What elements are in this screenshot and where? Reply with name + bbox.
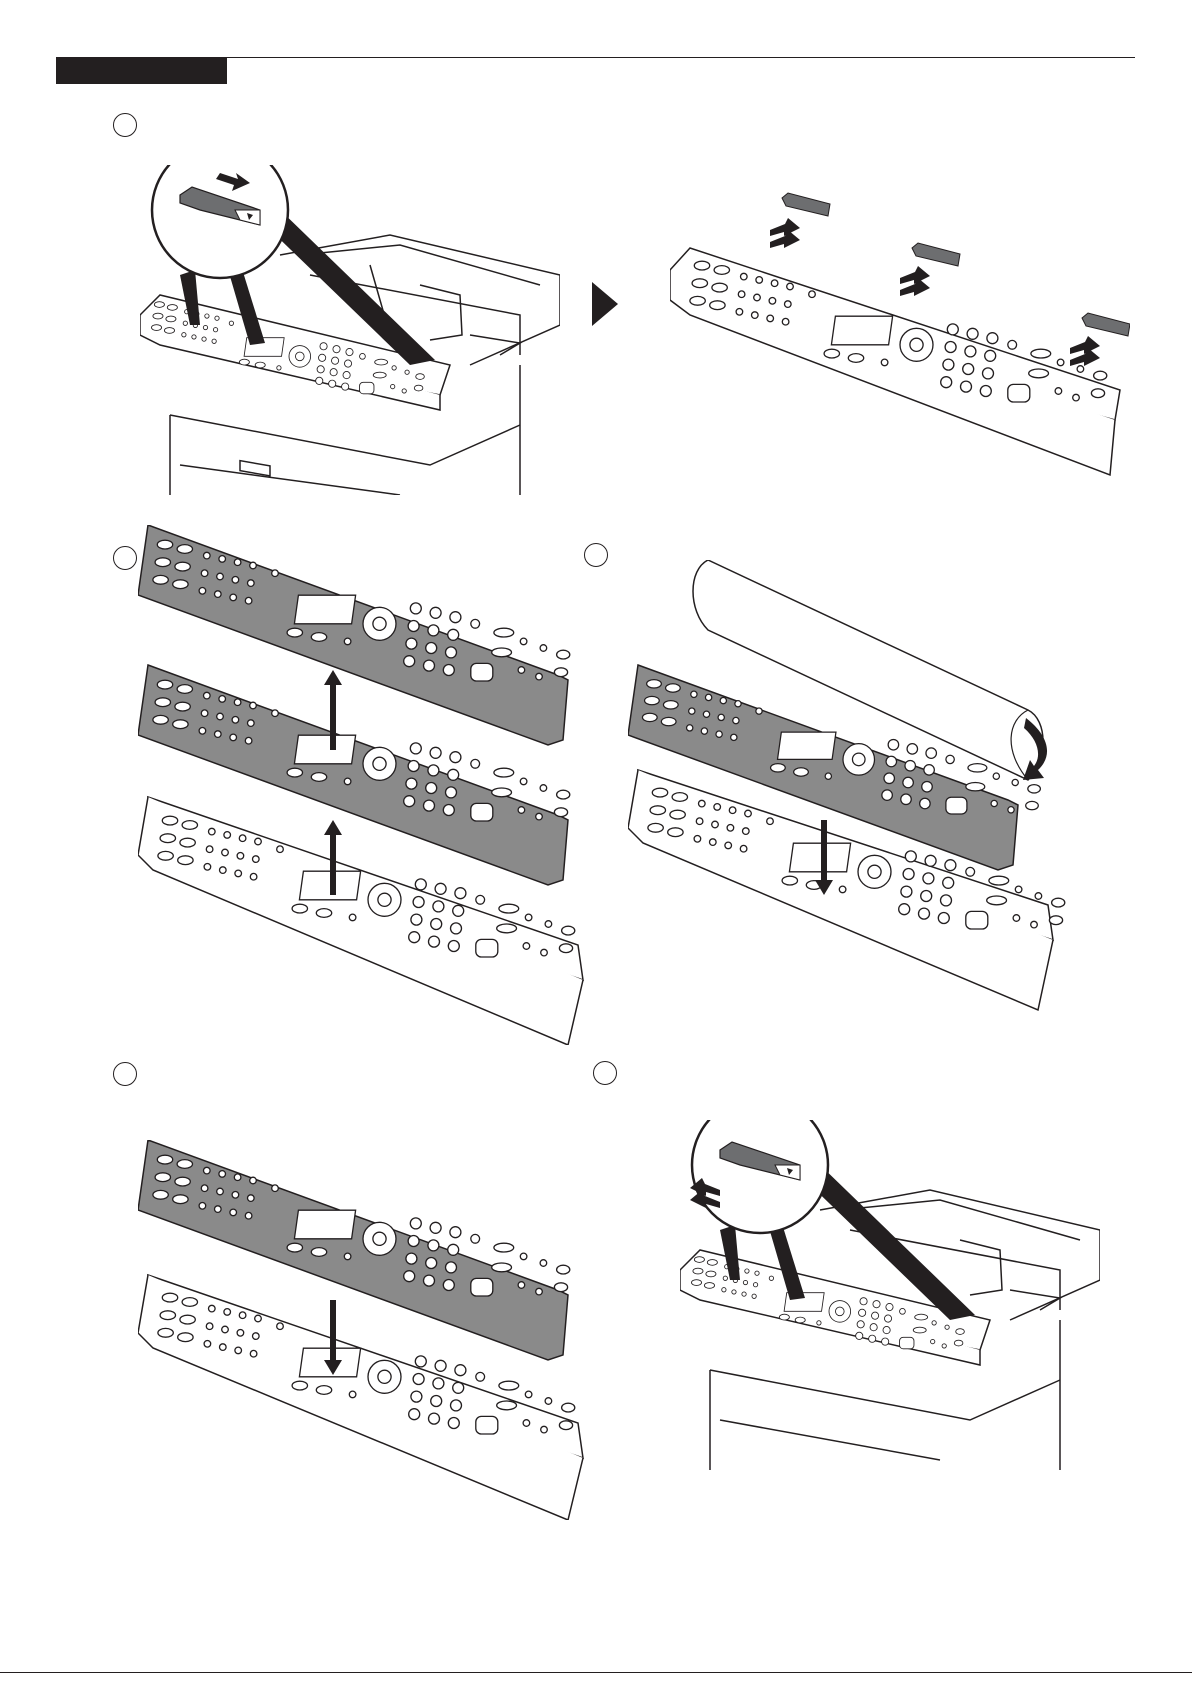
step-2-marker: [113, 546, 137, 570]
illustration-lift-sheet: [138, 525, 588, 1045]
illustration-lower-cover: [138, 1140, 588, 1520]
next-step-arrow-icon: [592, 282, 618, 326]
illustration-reattach-clip: [680, 1120, 1100, 1470]
section-tab: [56, 58, 227, 84]
illustration-place-sheet: [628, 560, 1088, 1030]
footer-rule: [0, 1672, 1192, 1673]
step-1-marker: [113, 113, 137, 137]
step-5-marker: [593, 1061, 617, 1085]
illustration-remove-clip: [140, 165, 560, 495]
step-4-marker: [113, 1062, 137, 1086]
illustration-clips-removed: [670, 190, 1130, 490]
